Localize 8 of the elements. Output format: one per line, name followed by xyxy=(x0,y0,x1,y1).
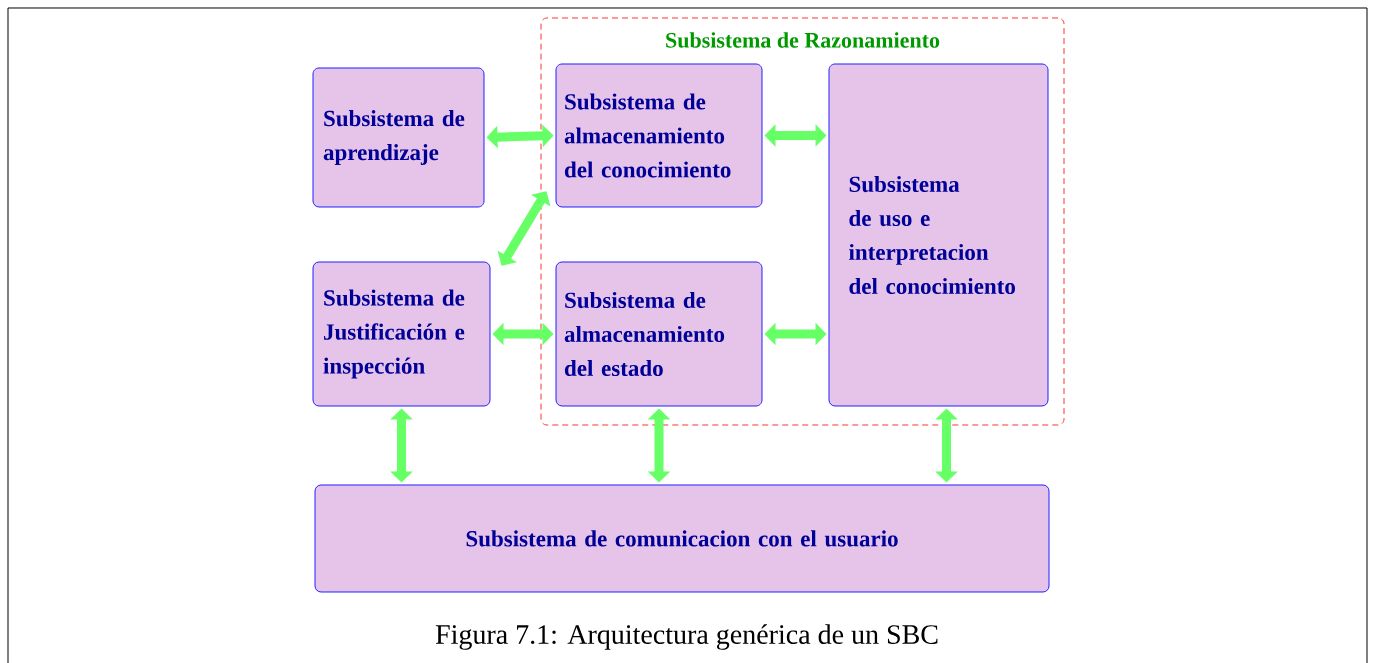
figure-caption: Figura 7.1: Arquitectura genérica de un SBC xyxy=(435,624,938,650)
process-box: Subsistema de aprendizaje xyxy=(312,67,485,208)
process-box: Subsistema de uso e interpretacion del conocimiento xyxy=(828,63,1049,407)
process-box: Subsistema de Justificación e inspección xyxy=(312,261,491,407)
process-box: Subsistema de almacenamiento del conocimiento xyxy=(555,63,763,208)
group-title: Subsistema de Razonamiento xyxy=(666,32,940,48)
process-box: Subsistema de almacenamiento del estado xyxy=(555,261,763,407)
process-box: Subsistema de comunicacion con el usuario xyxy=(314,484,1050,593)
